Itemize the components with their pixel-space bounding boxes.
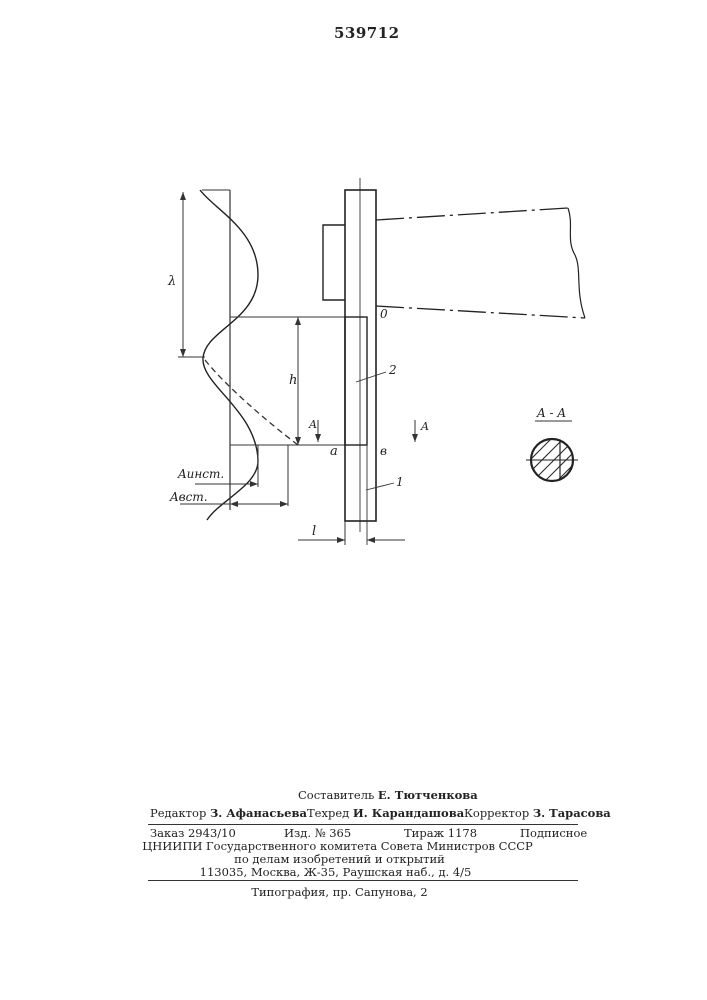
order-number: Заказ 2943/10	[150, 826, 236, 840]
insert-2	[345, 317, 367, 445]
label-a-inst: Aинст.	[177, 467, 224, 481]
org-line-1: ЦНИИПИ Государственного комитета Совета …	[0, 839, 691, 853]
techred-field: Техред И. Карандашова	[307, 806, 464, 820]
corrector-field: Корректор З. Тарасова	[464, 806, 611, 820]
label-a-vst: Aвст.	[169, 490, 208, 504]
compiler-name: Е. Тютченкова	[378, 788, 478, 802]
lambda-arrow-top	[180, 192, 186, 200]
address-line: 113035, Москва, Ж-35, Раушская наб., д. …	[0, 865, 689, 879]
printer-line: Типография, пр. Сапунова, 2	[0, 885, 693, 899]
label-o: 0	[380, 307, 388, 321]
label-section-a-left: A	[308, 418, 317, 431]
print-run: Тираж 1178	[404, 826, 477, 840]
corrector-name: З. Тарасова	[533, 806, 611, 820]
a-inst-arrow	[250, 481, 258, 487]
org-line-2: по делам изобретений и открытий	[0, 852, 693, 866]
l-arrow-right	[367, 537, 375, 543]
arm-bottom-edge	[376, 306, 585, 318]
subscription: Подписное	[520, 826, 587, 840]
leader-1	[366, 483, 394, 490]
editor-field: Редактор З. Афанасьева	[150, 806, 307, 820]
label-a: a	[330, 444, 338, 459]
footer-rule-bottom	[148, 880, 578, 881]
label-2: 2	[388, 363, 397, 377]
arm-break-line	[568, 208, 585, 318]
arm-top-edge	[376, 208, 568, 220]
section-hatch	[520, 432, 580, 498]
lambda-arrow-bottom	[180, 349, 186, 357]
label-h: h	[289, 373, 297, 388]
corrector-label: Корректор	[464, 806, 529, 820]
section-title: A - A	[536, 406, 566, 420]
h-arrow-top	[295, 317, 301, 325]
leader-2	[356, 372, 386, 382]
clamp-block	[323, 225, 345, 300]
rod-1	[345, 190, 376, 521]
section-arrow-left	[315, 434, 321, 442]
edition-number: Изд. № 365	[284, 826, 351, 840]
label-lambda: λ	[167, 274, 176, 289]
label-section-a-right: A	[420, 420, 429, 433]
a-vst-arrow-right	[280, 501, 288, 507]
editor-name: З. Афанасьева	[210, 806, 307, 820]
section-arrow-right	[412, 434, 418, 442]
a-vst-arrow-left	[230, 501, 238, 507]
footer-rule-top	[148, 824, 578, 825]
editor-label: Редактор	[150, 806, 206, 820]
label-b: в	[380, 444, 387, 458]
techred-label: Техред	[307, 806, 349, 820]
techred-name: И. Карандашова	[353, 806, 464, 820]
compiler-label: Составитель	[298, 788, 374, 802]
label-1: 1	[396, 475, 404, 489]
label-l: l	[312, 524, 316, 539]
l-arrow-left	[337, 537, 345, 543]
compiler-line: Составитель Е. Тютченкова	[298, 788, 478, 802]
